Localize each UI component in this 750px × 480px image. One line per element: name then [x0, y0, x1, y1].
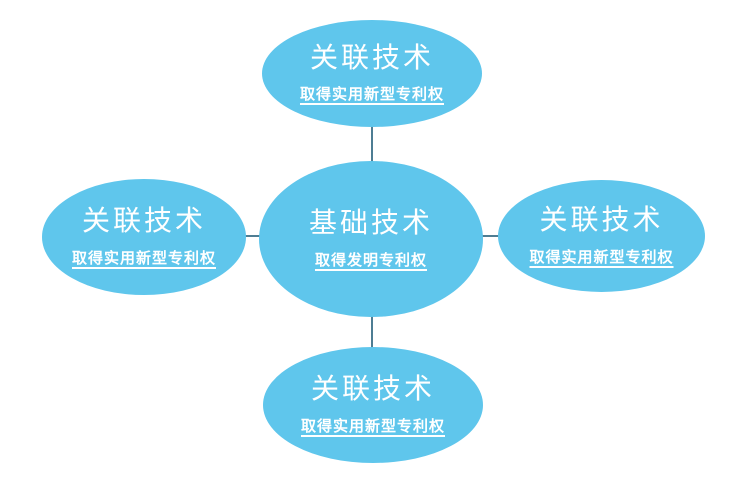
- node-related-tech-top: 关联技术 取得实用新型专利权: [262, 20, 482, 127]
- node-related-tech-right: 关联技术 取得实用新型专利权: [498, 180, 705, 292]
- node-title: 关联技术: [309, 41, 434, 73]
- node-title: 基础技术: [308, 207, 433, 239]
- node-subtitle: 取得实用新型专利权: [71, 249, 216, 267]
- node-subtitle: 取得实用新型专利权: [300, 417, 445, 435]
- node-related-tech-left: 关联技术 取得实用新型专利权: [42, 179, 246, 295]
- node-subtitle: 取得实用新型专利权: [299, 86, 444, 104]
- node-subtitle: 取得发明专利权: [314, 251, 427, 269]
- node-title: 关联技术: [310, 373, 435, 405]
- node-title: 关联技术: [81, 205, 206, 237]
- node-related-tech-bottom: 关联技术 取得实用新型专利权: [263, 347, 483, 463]
- node-title: 关联技术: [539, 204, 664, 236]
- node-subtitle: 取得实用新型专利权: [529, 248, 674, 266]
- node-basic-tech-center: 基础技术 取得发明专利权: [259, 161, 483, 317]
